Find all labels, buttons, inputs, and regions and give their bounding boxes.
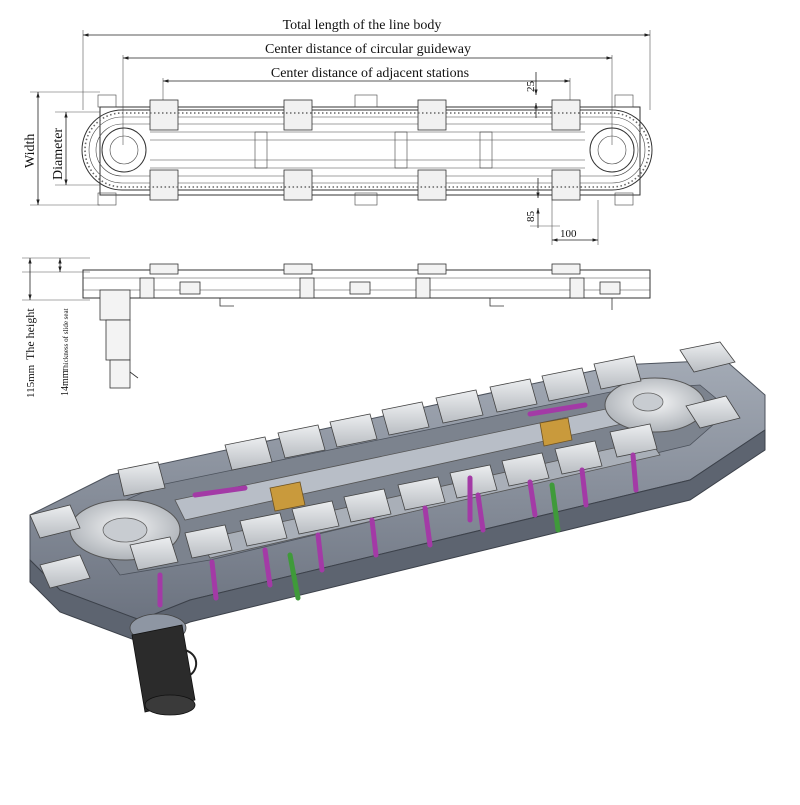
iso-carriers-back — [117, 341, 736, 497]
label-25: 25 — [525, 81, 537, 93]
top-view: Total length of the line body Center dis… — [23, 18, 653, 245]
iso-green-brackets — [287, 482, 561, 601]
side-brackets — [219, 298, 613, 310]
label-diameter: Diameter — [51, 128, 66, 180]
label-slide-thickness: Thickness of slide seat — [62, 308, 70, 372]
side-motor — [99, 289, 139, 389]
dim-width: Width — [23, 91, 100, 206]
iso-gold-blocks — [269, 417, 573, 512]
top-stations — [149, 99, 581, 201]
side-stations — [139, 263, 621, 299]
label-85: 85 — [525, 211, 537, 223]
dim-center-stations: Center distance of adjacent stations — [162, 66, 571, 100]
label-width: Width — [23, 134, 38, 168]
label-center-stations: Center distance of adjacent stations — [271, 66, 469, 81]
iso-purple-brackets — [157, 402, 639, 608]
dim-slide-thickness: Thickness of slide seat 14mm — [58, 258, 71, 396]
dim-100: 100 — [551, 200, 599, 245]
top-chain — [84, 112, 650, 188]
label-total-length: Total length of the line body — [283, 18, 442, 33]
dim-25: 25 — [525, 72, 538, 118]
dim-total-length: Total length of the line body — [82, 18, 651, 110]
label-center-circular: Center distance of circular guideway — [265, 42, 471, 57]
label-slide-thickness-value: 14mm — [60, 370, 71, 396]
iso-motor — [129, 613, 198, 716]
label-100: 100 — [560, 228, 577, 240]
iso-carriers-front — [29, 395, 741, 589]
side-view: The height 115mm Thickness of slide seat… — [22, 257, 651, 398]
label-height: The height — [23, 308, 37, 360]
dim-height: The height 115mm — [23, 258, 37, 398]
label-height-value: 115mm — [25, 364, 37, 398]
iso-view — [29, 341, 766, 716]
dim-diameter: Diameter — [51, 111, 100, 186]
dim-center-circular: Center distance of circular guideway — [122, 42, 613, 145]
top-frame — [81, 94, 653, 206]
